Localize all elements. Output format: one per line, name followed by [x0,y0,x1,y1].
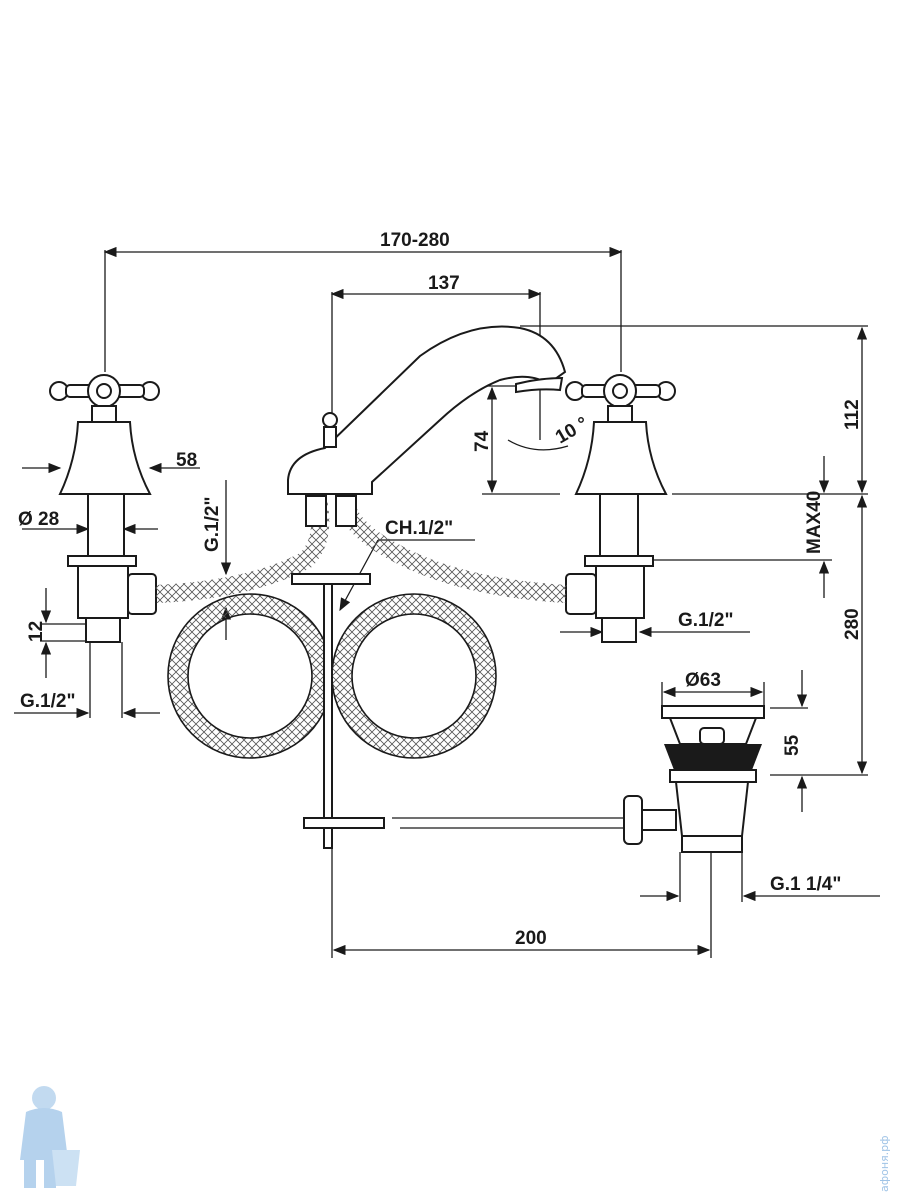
dim-drain-height: 55 [782,734,803,756]
dim-left-inlet-thread-bottom: G.1/2" [20,691,75,712]
braided-hoses [155,495,567,759]
dim-drain-diameter: Ø63 [685,670,721,691]
left-handle [49,374,160,643]
dim-rod-length: 200 [515,928,547,949]
dim-right-inlet-thread: G.1/2" [678,610,733,631]
faucet-spout [287,325,569,495]
dim-shank-diameter: Ø 28 [18,509,59,530]
dim-handles-spacing: 170-280 [380,230,450,251]
plumber-mascot-icon [20,1086,80,1188]
watermark-text: афоня.рф [878,1135,891,1192]
pop-up-rod [303,583,640,849]
dim-max-deck-thickness: MAX40 [804,491,825,554]
drain-waste [623,705,765,853]
dim-spout-height-total: 112 [842,399,863,430]
dim-handle-base-width: 58 [176,450,197,471]
right-handle [565,374,676,643]
dim-hose-thread: CH.1/2" [385,518,453,539]
dim-deck-to-drain: 280 [842,608,863,640]
dim-left-inlet-thread-top: G.1/2" [202,497,223,552]
dim-connector-height: 12 [26,621,47,642]
dim-spout-angle: 10 ° [552,413,592,448]
dim-spout-clearance: 74 [472,430,493,452]
dim-drain-thread: G.1 1/4" [770,874,841,895]
dim-spout-reach: 137 [428,273,460,294]
